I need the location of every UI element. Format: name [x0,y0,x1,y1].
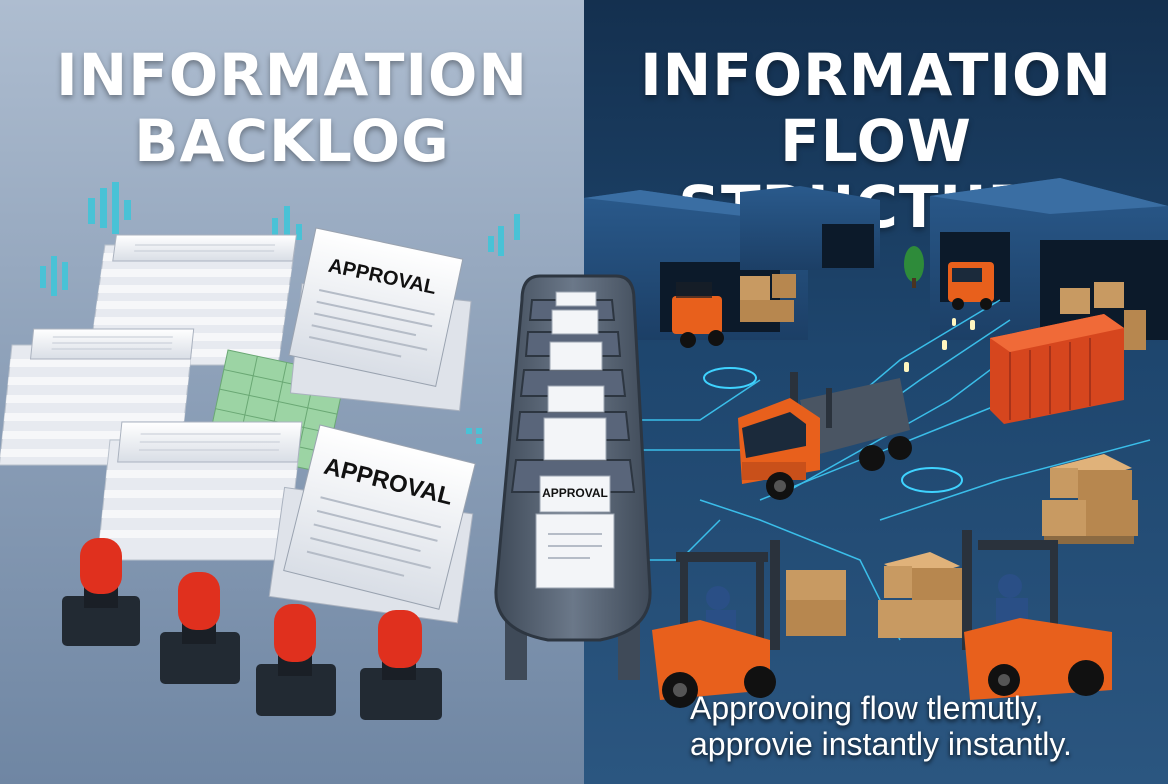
tree-icon [904,246,924,288]
paper-stack [96,421,303,561]
forklift [652,540,846,708]
caption-line2: approvie instantly instantly. [690,726,1072,762]
cargo-boxes [1042,454,1138,544]
flow-caption: Approvoing flow tlemutly, approvie insta… [690,690,1150,762]
backlog-title: INFORMATION BACKLOG [0,42,584,174]
flow-node-icon [703,367,963,493]
rubber-stamp [256,604,336,716]
document-tray: APPROVAL [494,274,652,680]
chart-bars-icon [40,182,520,444]
backlog-title-line2: BACKLOG [134,107,450,175]
forklift [878,530,1112,700]
flow-light-dots [904,318,975,372]
approval-label-tray: APPROVAL [542,486,608,500]
approval-document-top: APPROVAL [288,227,472,412]
shipping-container [990,314,1124,424]
warehouse-building [740,186,880,270]
flow-title: INFORMATION FLOW STRUCTURE [584,42,1168,240]
rubber-stamp [160,572,240,684]
approval-document-bottom: APPROVAL [268,424,476,624]
flow-title-line1: INFORMATION [640,41,1112,109]
flatbed-truck [738,372,912,500]
backlog-title-line1: INFORMATION [56,41,528,109]
cargo-boxes [740,274,1146,350]
caption-line1: Approvoing flow tlemutly, [690,690,1044,726]
rubber-stamp [360,610,442,720]
forklift [672,282,724,348]
rubber-stamp [62,538,140,646]
truck-distant [948,262,994,310]
